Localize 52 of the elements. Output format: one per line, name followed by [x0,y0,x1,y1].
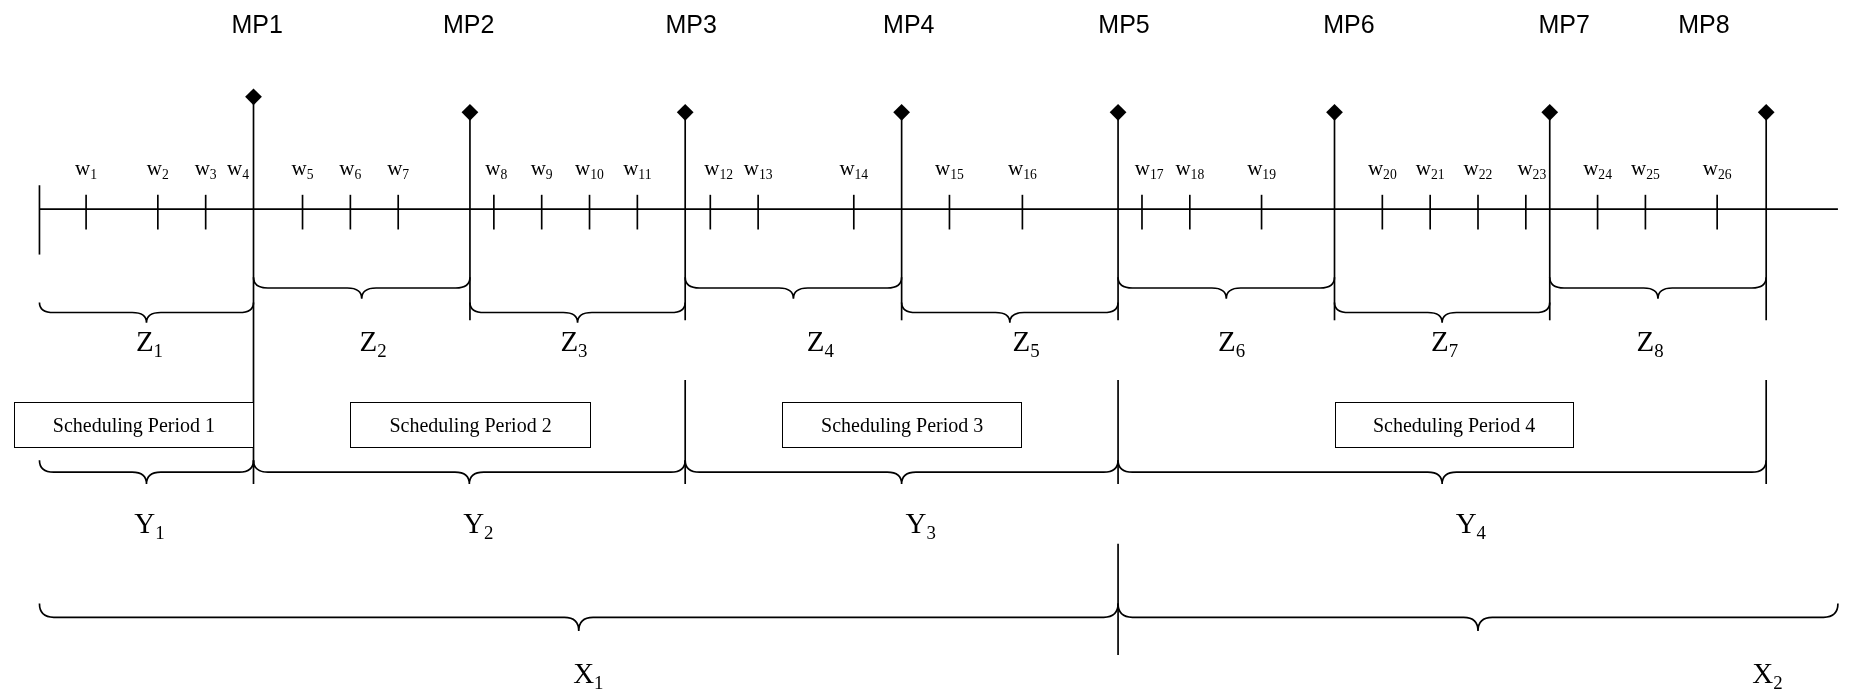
milestone-label: MP5 [1098,11,1150,37]
week-label: w$_{9}$ [530,157,553,182]
span-label: X$_{2}$ [1752,658,1783,692]
period-box: Scheduling Period 4 [1334,401,1574,449]
week-label: w$_{19}$ [1247,157,1276,182]
period-label: Y$_{3}$ [905,509,936,543]
period-box: Scheduling Period 2 [350,401,591,449]
interval-label: Z$_{1}$ [135,327,164,362]
week-label: w$_{22}$ [1463,157,1493,182]
week-label: w$_{2}$ [146,157,169,182]
week-label: w$_{12}$ [704,157,734,182]
milestone-label: MP7 [1538,11,1590,37]
week-label: w$_{4}$ [226,157,249,182]
week-label: w$_{10}$ [575,157,604,182]
week-label: w$_{14}$ [839,157,869,182]
week-label: w$_{26}$ [1702,157,1732,182]
period-label: Y$_{1}$ [134,509,165,543]
milestone-label: MP1 [231,11,283,37]
period-box: Scheduling Period 1 [14,401,254,449]
week-label: w$_{23}$ [1517,157,1547,182]
week-label: w$_{15}$ [935,157,964,182]
interval-label: Z$_{4}$ [806,327,834,362]
span-label: X$_{1}$ [573,658,604,692]
week-label: w$_{5}$ [291,157,314,182]
week-label: w$_{8}$ [485,157,508,182]
milestone-label: MP3 [665,11,717,37]
week-label: w$_{16}$ [1008,157,1037,182]
interval-label: Z$_{3}$ [560,327,588,362]
milestone-label: MP8 [1678,11,1730,37]
week-label: w$_{18}$ [1175,157,1205,182]
week-label: w$_{1}$ [75,157,98,182]
period-box: Scheduling Period 3 [782,401,1023,449]
milestone-label: MP6 [1323,11,1375,37]
interval-label: Z$_{6}$ [1218,327,1246,362]
milestone-label: MP2 [443,11,495,37]
week-label: w$_{3}$ [194,157,217,182]
week-label: w$_{17}$ [1134,157,1164,182]
week-label: w$_{13}$ [743,157,773,182]
period-label: Y$_{2}$ [463,509,494,543]
milestone-label: MP4 [883,11,935,37]
interval-label: Z$_{5}$ [1012,327,1040,362]
interval-label: Z$_{8}$ [1636,327,1664,362]
week-label: w$_{7}$ [387,157,410,182]
week-label: w$_{24}$ [1583,157,1612,182]
period-label: Y$_{4}$ [1455,509,1486,543]
week-label: w$_{25}$ [1631,157,1660,182]
week-label: w$_{6}$ [339,157,362,182]
week-label: w$_{21}$ [1415,157,1445,182]
week-label: w$_{11}$ [623,157,652,182]
interval-label: Z$_{2}$ [359,327,387,362]
week-label: w$_{20}$ [1367,157,1397,182]
interval-label: Z$_{7}$ [1430,327,1459,362]
